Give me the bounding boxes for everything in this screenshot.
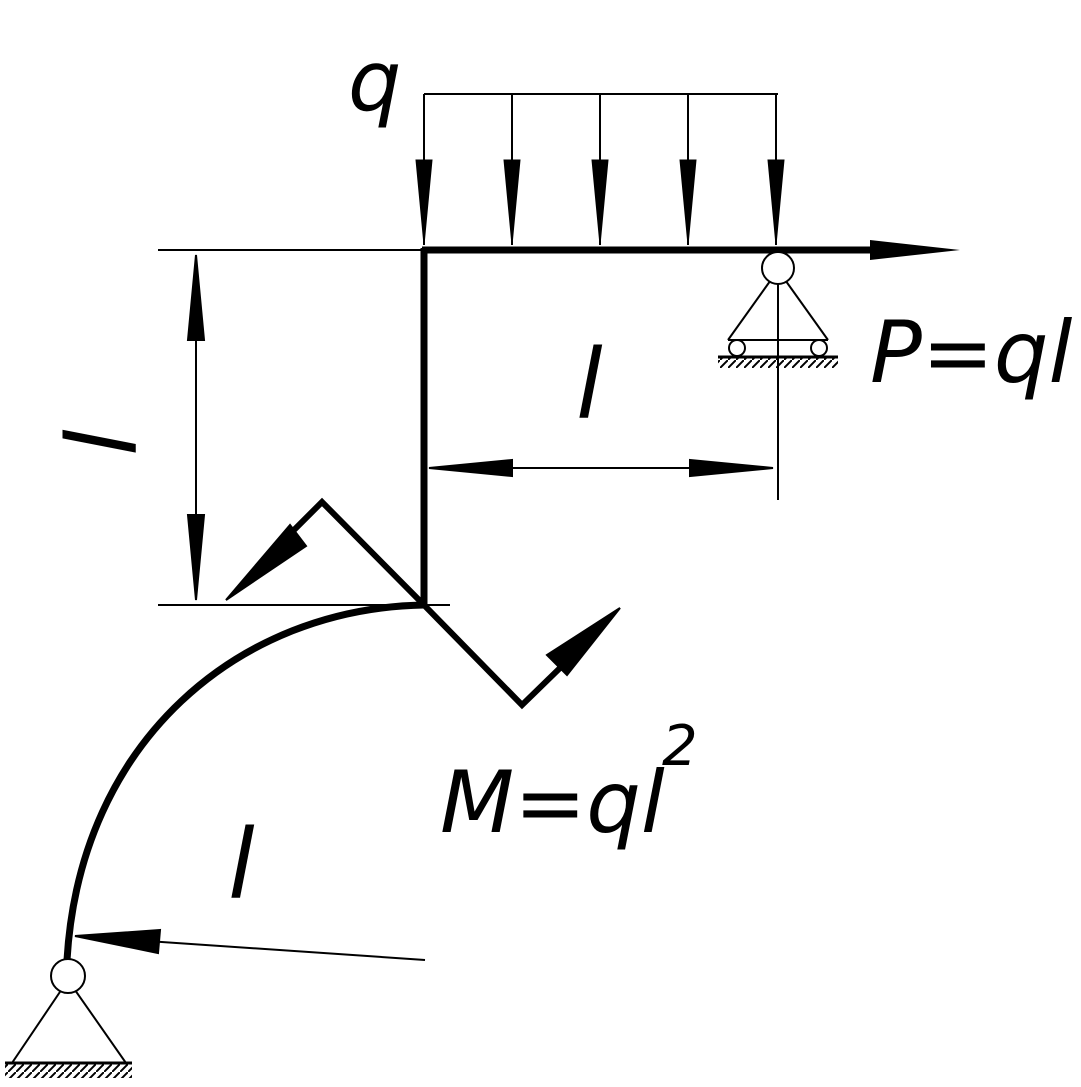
moment-exponent: 2 <box>662 714 698 779</box>
force-label: P=ql <box>870 303 1073 403</box>
arc-length-label: l <box>228 809 255 921</box>
roller-support <box>718 250 838 500</box>
load-label-q: q <box>348 32 401 130</box>
horizontal-dimension-label: l <box>576 329 603 441</box>
moment-symbol <box>225 497 621 710</box>
load-arrows <box>415 94 785 246</box>
distributed-load <box>415 93 785 246</box>
vertical-dimension-label: l <box>47 429 159 456</box>
dimensions <box>158 249 774 606</box>
pin-support <box>5 958 132 1078</box>
force-p-arrow <box>870 240 960 260</box>
support-force <box>74 928 426 961</box>
curved-member <box>63 601 425 961</box>
moment-label-main: M=ql <box>440 753 665 853</box>
frame <box>63 246 880 961</box>
moment-label: M=ql <box>440 753 665 853</box>
